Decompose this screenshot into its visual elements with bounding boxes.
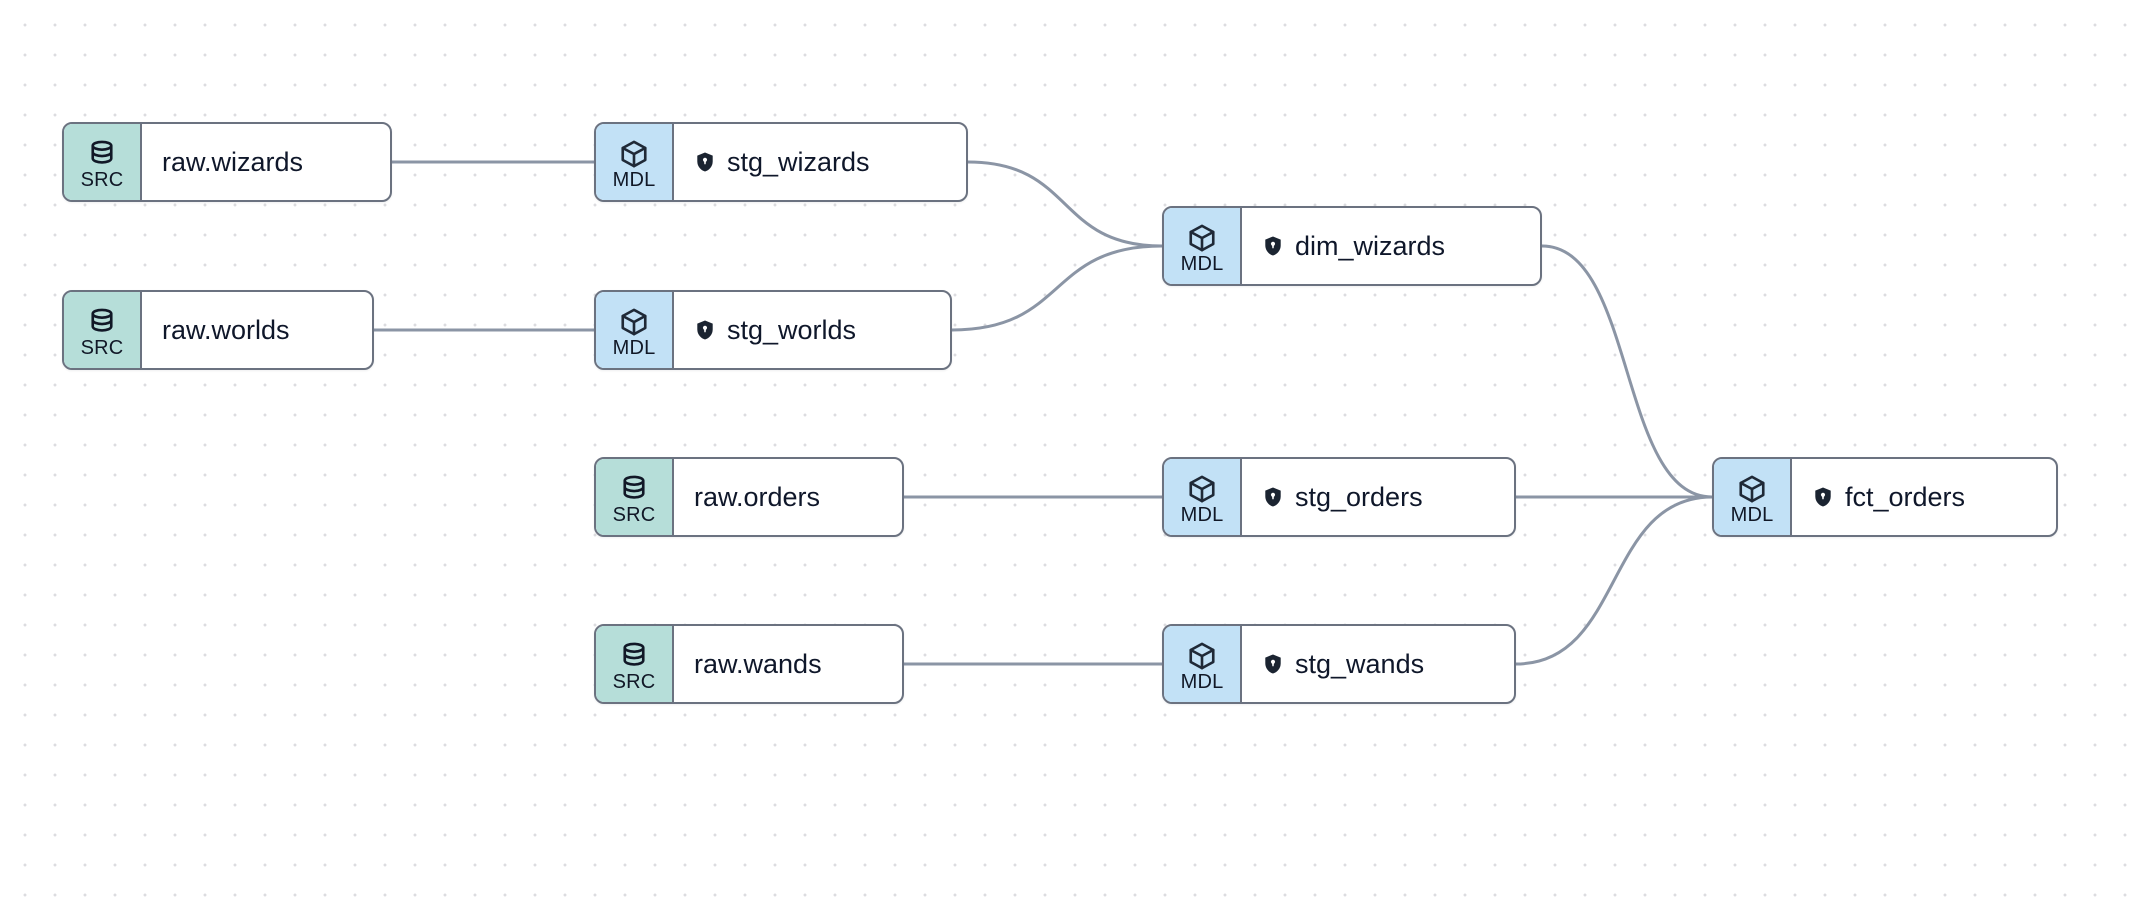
node-kind-label: MDL <box>612 168 656 191</box>
shield-lock-icon <box>694 319 716 341</box>
lineage-node-raw_wizards[interactable]: SRC raw.wizards <box>62 122 392 202</box>
node-kind-badge-mdl: MDL <box>1164 626 1242 702</box>
lineage-node-fct_orders[interactable]: MDL fct_orders <box>1712 457 2058 537</box>
lineage-node-stg_wands[interactable]: MDL stg_wands <box>1162 624 1516 704</box>
database-icon <box>619 641 649 671</box>
node-body: raw.worlds <box>142 292 372 368</box>
node-body: raw.orders <box>674 459 902 535</box>
shield-lock-icon <box>1812 486 1834 508</box>
cube-icon <box>619 307 649 337</box>
cube-icon <box>1737 474 1767 504</box>
node-kind-label: SRC <box>612 503 656 526</box>
node-kind-label: MDL <box>612 336 656 359</box>
node-label: raw.wizards <box>162 146 304 177</box>
cube-icon <box>1187 641 1217 671</box>
node-kind-badge-src: SRC <box>64 292 142 368</box>
lineage-node-raw_worlds[interactable]: SRC raw.worlds <box>62 290 374 370</box>
node-label: raw.wands <box>694 648 822 679</box>
node-body: dim_wizards <box>1242 208 1540 284</box>
node-body: stg_worlds <box>674 292 950 368</box>
node-kind-badge-mdl: MDL <box>596 124 674 200</box>
node-label: stg_worlds <box>727 314 857 345</box>
node-label: fct_orders <box>1845 481 1966 512</box>
node-kind-label: MDL <box>1730 503 1774 526</box>
node-kind-label: MDL <box>1180 670 1224 693</box>
lineage-node-stg_worlds[interactable]: MDL stg_worlds <box>594 290 952 370</box>
database-icon <box>619 474 649 504</box>
node-label: raw.orders <box>694 481 821 512</box>
node-kind-label: SRC <box>612 670 656 693</box>
node-kind-label: SRC <box>80 168 124 191</box>
node-kind-badge-mdl: MDL <box>1714 459 1792 535</box>
node-kind-badge-mdl: MDL <box>1164 208 1242 284</box>
cube-icon <box>1187 223 1217 253</box>
node-kind-badge-src: SRC <box>596 626 674 702</box>
shield-lock-icon <box>1262 486 1284 508</box>
node-label: dim_wizards <box>1295 230 1446 261</box>
node-body: stg_orders <box>1242 459 1514 535</box>
node-label: stg_orders <box>1295 481 1423 512</box>
node-body: raw.wizards <box>142 124 390 200</box>
node-kind-label: SRC <box>80 336 124 359</box>
shield-lock-icon <box>1262 653 1284 675</box>
lineage-edge-dim_wizards-to-fct_orders <box>1540 244 1714 499</box>
cube-icon <box>1187 474 1217 504</box>
database-icon <box>87 139 117 169</box>
database-icon <box>87 307 117 337</box>
node-label: stg_wands <box>1295 648 1425 679</box>
lineage-node-dim_wizards[interactable]: MDL dim_wizards <box>1162 206 1542 286</box>
node-kind-badge-src: SRC <box>596 459 674 535</box>
lineage-node-stg_wizards[interactable]: MDL stg_wizards <box>594 122 968 202</box>
node-label: stg_wizards <box>727 146 870 177</box>
node-body: raw.wands <box>674 626 902 702</box>
node-body: stg_wands <box>1242 626 1514 702</box>
shield-lock-icon <box>1262 235 1284 257</box>
node-kind-badge-mdl: MDL <box>596 292 674 368</box>
node-kind-badge-mdl: MDL <box>1164 459 1242 535</box>
node-body: stg_wizards <box>674 124 966 200</box>
node-kind-badge-src: SRC <box>64 124 142 200</box>
cube-icon <box>619 139 649 169</box>
lineage-node-raw_orders[interactable]: SRC raw.orders <box>594 457 904 537</box>
shield-lock-icon <box>694 151 716 173</box>
lineage-edge-stg_wands-to-fct_orders <box>1514 495 1714 666</box>
node-body: fct_orders <box>1792 459 2056 535</box>
node-kind-label: MDL <box>1180 252 1224 275</box>
lineage-node-raw_wands[interactable]: SRC raw.wands <box>594 624 904 704</box>
lineage-edge-stg_worlds-to-dim_wizards <box>950 244 1164 332</box>
lineage-node-stg_orders[interactable]: MDL stg_orders <box>1162 457 1516 537</box>
node-kind-label: MDL <box>1180 503 1224 526</box>
node-label: raw.worlds <box>162 314 290 345</box>
lineage-edge-stg_wizards-to-dim_wizards <box>966 160 1164 248</box>
